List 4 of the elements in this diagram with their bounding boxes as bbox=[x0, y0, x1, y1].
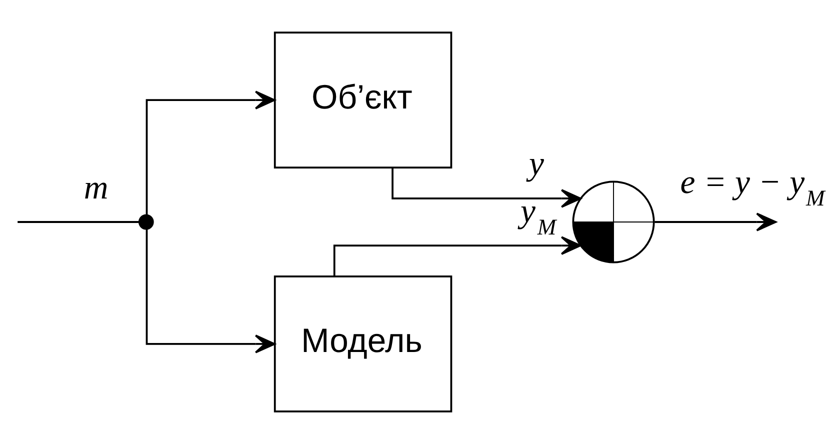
edge-label: e = y − y$_{M}$ bbox=[680, 164, 825, 210]
edge-label: y bbox=[528, 145, 544, 182]
edge-label: y$_{M}$ bbox=[520, 192, 556, 239]
edge-label: m bbox=[84, 168, 108, 206]
